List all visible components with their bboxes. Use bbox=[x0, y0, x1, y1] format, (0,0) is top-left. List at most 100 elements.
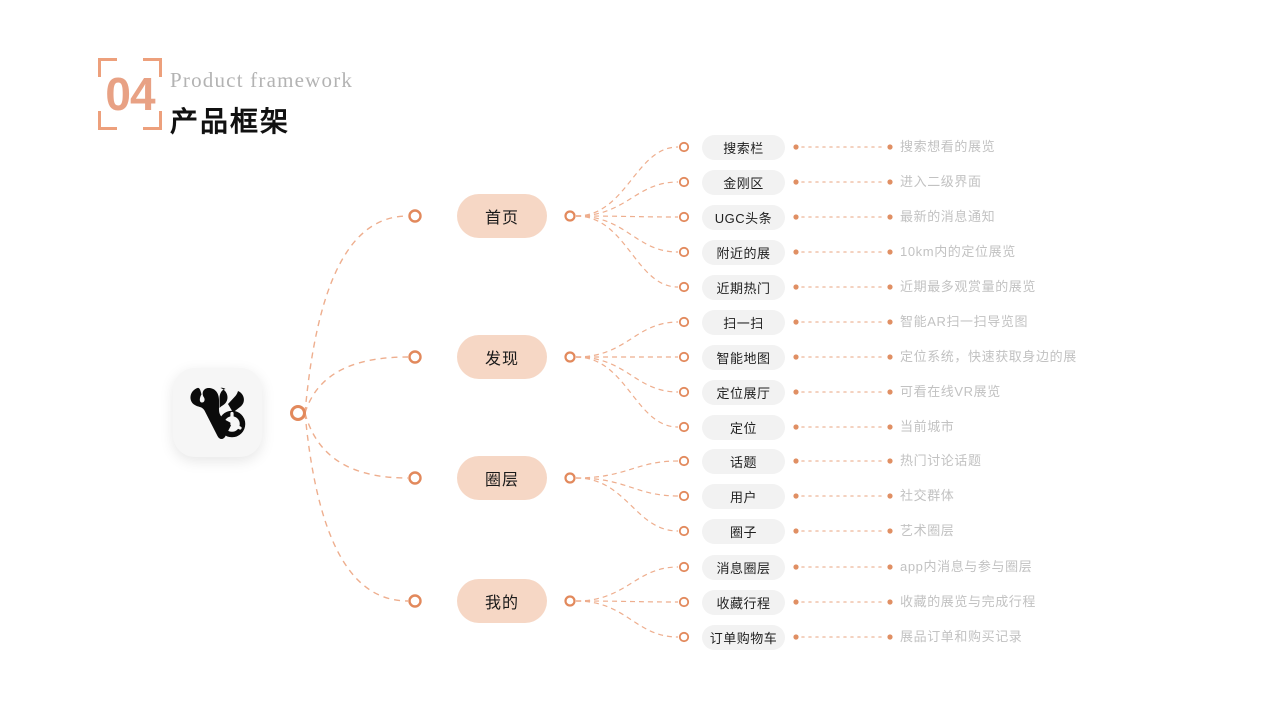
badge-corner-bottom-left bbox=[98, 111, 117, 130]
leaf-node-1-1 bbox=[678, 351, 690, 363]
desc-connector-dot-right bbox=[887, 564, 893, 570]
leaf-description-3-1: 收藏的展览与完成行程 bbox=[900, 594, 1037, 609]
desc-connector-dot-right bbox=[887, 599, 893, 605]
leaf-pill-label: 收藏行程 bbox=[716, 595, 771, 611]
desc-connector-dot-left bbox=[793, 528, 799, 534]
branch-pill-label: 发现 bbox=[484, 351, 519, 368]
page-subtitle-en: Product framework bbox=[170, 68, 354, 92]
branch-node-2 bbox=[408, 471, 422, 485]
leaf-node-2-0 bbox=[678, 455, 690, 467]
leaf-description-0-0: 搜索想看的展览 bbox=[900, 139, 996, 154]
leaf-description-0-1: 进入二级界面 bbox=[900, 174, 982, 189]
leaf-pill-label: 话题 bbox=[729, 454, 757, 470]
leaf-node-2-1 bbox=[678, 490, 690, 502]
leaf-pill-1-1[interactable]: 智能地图 bbox=[702, 344, 785, 370]
leaf-description-3-2: 展品订单和购买记录 bbox=[900, 629, 1023, 644]
branch-pill-label: 我的 bbox=[484, 595, 519, 612]
desc-connector-dot-right bbox=[887, 284, 893, 290]
badge-corner-top-left bbox=[98, 58, 117, 77]
leaf-pill-label: 用户 bbox=[729, 489, 757, 505]
desc-connector-dot-right bbox=[887, 424, 893, 430]
desc-connector-dot-left bbox=[793, 564, 799, 570]
desc-connector-dot-right bbox=[887, 389, 893, 395]
desc-connector-dot-right bbox=[887, 528, 893, 534]
leaf-description-2-2: 艺术圈层 bbox=[900, 523, 955, 538]
leaf-description-0-4: 近期最多观赏量的展览 bbox=[900, 279, 1037, 294]
leaf-description-2-1: 社交群体 bbox=[900, 488, 955, 503]
desc-connector-dot-right bbox=[887, 144, 893, 150]
leaf-pill-label: 定位展厅 bbox=[716, 385, 771, 401]
desc-connector-dot-left bbox=[793, 458, 799, 464]
leaf-pill-0-2[interactable]: UGC头条 bbox=[702, 204, 785, 230]
leaf-node-0-4 bbox=[678, 281, 690, 293]
desc-connector-dot-right bbox=[887, 319, 893, 325]
leaf-description-2-0: 热门讨论话题 bbox=[900, 453, 982, 468]
desc-connector-endpoints bbox=[793, 144, 893, 640]
desc-connector-dot-right bbox=[887, 493, 893, 499]
leaf-pill-3-1[interactable]: 收藏行程 bbox=[702, 589, 785, 615]
leaf-description-1-2: 可看在线VR展览 bbox=[900, 384, 1001, 399]
leaf-pill-label: 定位 bbox=[729, 420, 757, 436]
desc-connector-dot-left bbox=[793, 389, 799, 395]
desc-connector-dot-right bbox=[887, 458, 893, 464]
desc-connector-dot-left bbox=[793, 214, 799, 220]
leaf-pill-0-4[interactable]: 近期热门 bbox=[702, 274, 785, 300]
root-node bbox=[290, 405, 306, 421]
hub-node-1 bbox=[564, 351, 576, 363]
branch-connectors bbox=[575, 146, 679, 638]
leaf-description-1-0: 智能AR扫一扫导览图 bbox=[900, 314, 1029, 329]
hub-node-0 bbox=[564, 210, 576, 222]
leaf-node-3-1 bbox=[678, 596, 690, 608]
desc-connector-dot-left bbox=[793, 493, 799, 499]
branch-pill-2[interactable]: 圈层 bbox=[457, 456, 547, 500]
branch-node-1 bbox=[408, 350, 422, 364]
desc-connector-dot-right bbox=[887, 214, 893, 220]
leaf-pill-2-2[interactable]: 圈子 bbox=[702, 518, 785, 544]
section-number-badge: 04 bbox=[98, 58, 162, 130]
branch-node-3 bbox=[408, 594, 422, 608]
leaf-pill-label: 圈子 bbox=[729, 524, 757, 540]
leaf-pill-1-2[interactable]: 定位展厅 bbox=[702, 379, 785, 405]
desc-connector-dot-right bbox=[887, 179, 893, 185]
app-logo-card bbox=[173, 368, 262, 457]
leaf-pill-0-0[interactable]: 搜索栏 bbox=[702, 134, 785, 160]
leaf-pill-label: 近期热门 bbox=[716, 280, 771, 296]
trunk-connector bbox=[304, 356, 409, 414]
leaf-pill-label: 订单购物车 bbox=[709, 630, 778, 646]
leaf-node-1-2 bbox=[678, 386, 690, 398]
leaf-description-0-2: 最新的消息通知 bbox=[900, 209, 996, 224]
leaf-pill-label: UGC头条 bbox=[714, 210, 773, 226]
badge-corner-top-right bbox=[143, 58, 162, 77]
trunk-connector bbox=[304, 412, 409, 479]
leaf-pill-1-3[interactable]: 定位 bbox=[702, 414, 785, 440]
leaf-pill-2-1[interactable]: 用户 bbox=[702, 483, 785, 509]
branch-pill-3[interactable]: 我的 bbox=[457, 579, 547, 623]
leaf-pill-1-0[interactable]: 扫一扫 bbox=[702, 309, 785, 335]
leaf-pill-0-3[interactable]: 附近的展 bbox=[702, 239, 785, 265]
leaf-pill-3-0[interactable]: 消息圈层 bbox=[702, 554, 785, 580]
leaf-node-1-0 bbox=[678, 316, 690, 328]
desc-connector-dot-left bbox=[793, 599, 799, 605]
badge-corner-bottom-right bbox=[143, 111, 162, 130]
hub-node-2 bbox=[564, 472, 576, 484]
leaf-pill-2-0[interactable]: 话题 bbox=[702, 448, 785, 474]
desc-connectors bbox=[801, 146, 885, 638]
hub-node-3 bbox=[564, 595, 576, 607]
desc-connector-dot-left bbox=[793, 354, 799, 360]
trunk-connectors bbox=[304, 215, 409, 602]
section-number: 04 bbox=[105, 68, 155, 120]
desc-connector-dot-left bbox=[793, 634, 799, 640]
desc-connector-dot-left bbox=[793, 319, 799, 325]
branch-pill-1[interactable]: 发现 bbox=[457, 335, 547, 379]
leaf-pill-3-2[interactable]: 订单购物车 bbox=[702, 624, 785, 650]
branch-pill-0[interactable]: 首页 bbox=[457, 194, 547, 238]
leaf-pill-0-1[interactable]: 金刚区 bbox=[702, 169, 785, 195]
leaf-pill-label: 搜索栏 bbox=[723, 140, 764, 156]
leaf-node-3-2 bbox=[678, 631, 690, 643]
desc-connector-dot-left bbox=[793, 179, 799, 185]
leaf-pill-label: 金刚区 bbox=[723, 175, 764, 191]
leaf-pill-label: 智能地图 bbox=[716, 350, 771, 366]
leaf-description-3-0: app内消息与参与圈层 bbox=[900, 559, 1033, 574]
leaf-node-2-2 bbox=[678, 525, 690, 537]
branch-node-0 bbox=[408, 209, 422, 223]
